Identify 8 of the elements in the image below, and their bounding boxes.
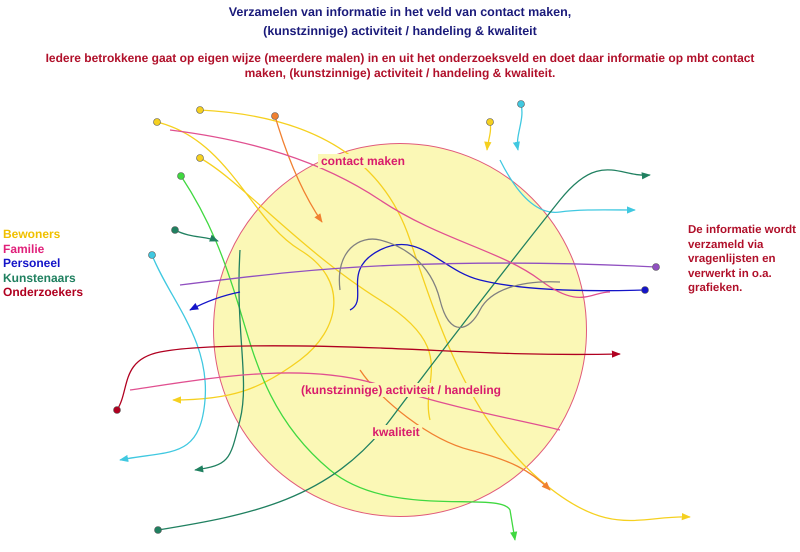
legend-label: Familie: [3, 242, 44, 256]
intro-paragraph: Iedere betrokkene gaat op eigen wijze (meerdere malen) in en uit het onderzoeksveld en doet daar informatie op mbt contact maken, (kunstzinnige) activiteit / handeling & kwaliteit.: [44, 51, 756, 81]
diagram-title: Verzamelen van informatie in het veld van contact maken, (kunstzinnige) activiteit / handeling & kwaliteit: [228, 4, 572, 40]
legend-label: Onderzoekers: [3, 285, 84, 299]
info-note: De informatie wordt verzameld via vragenlijsten en verwerkt in o.a. grafieken.: [688, 223, 797, 296]
legend-label: Bewoners: [3, 227, 60, 241]
legend-label: Kunstenaars: [3, 270, 76, 284]
legend-label: Personeel: [3, 256, 60, 270]
